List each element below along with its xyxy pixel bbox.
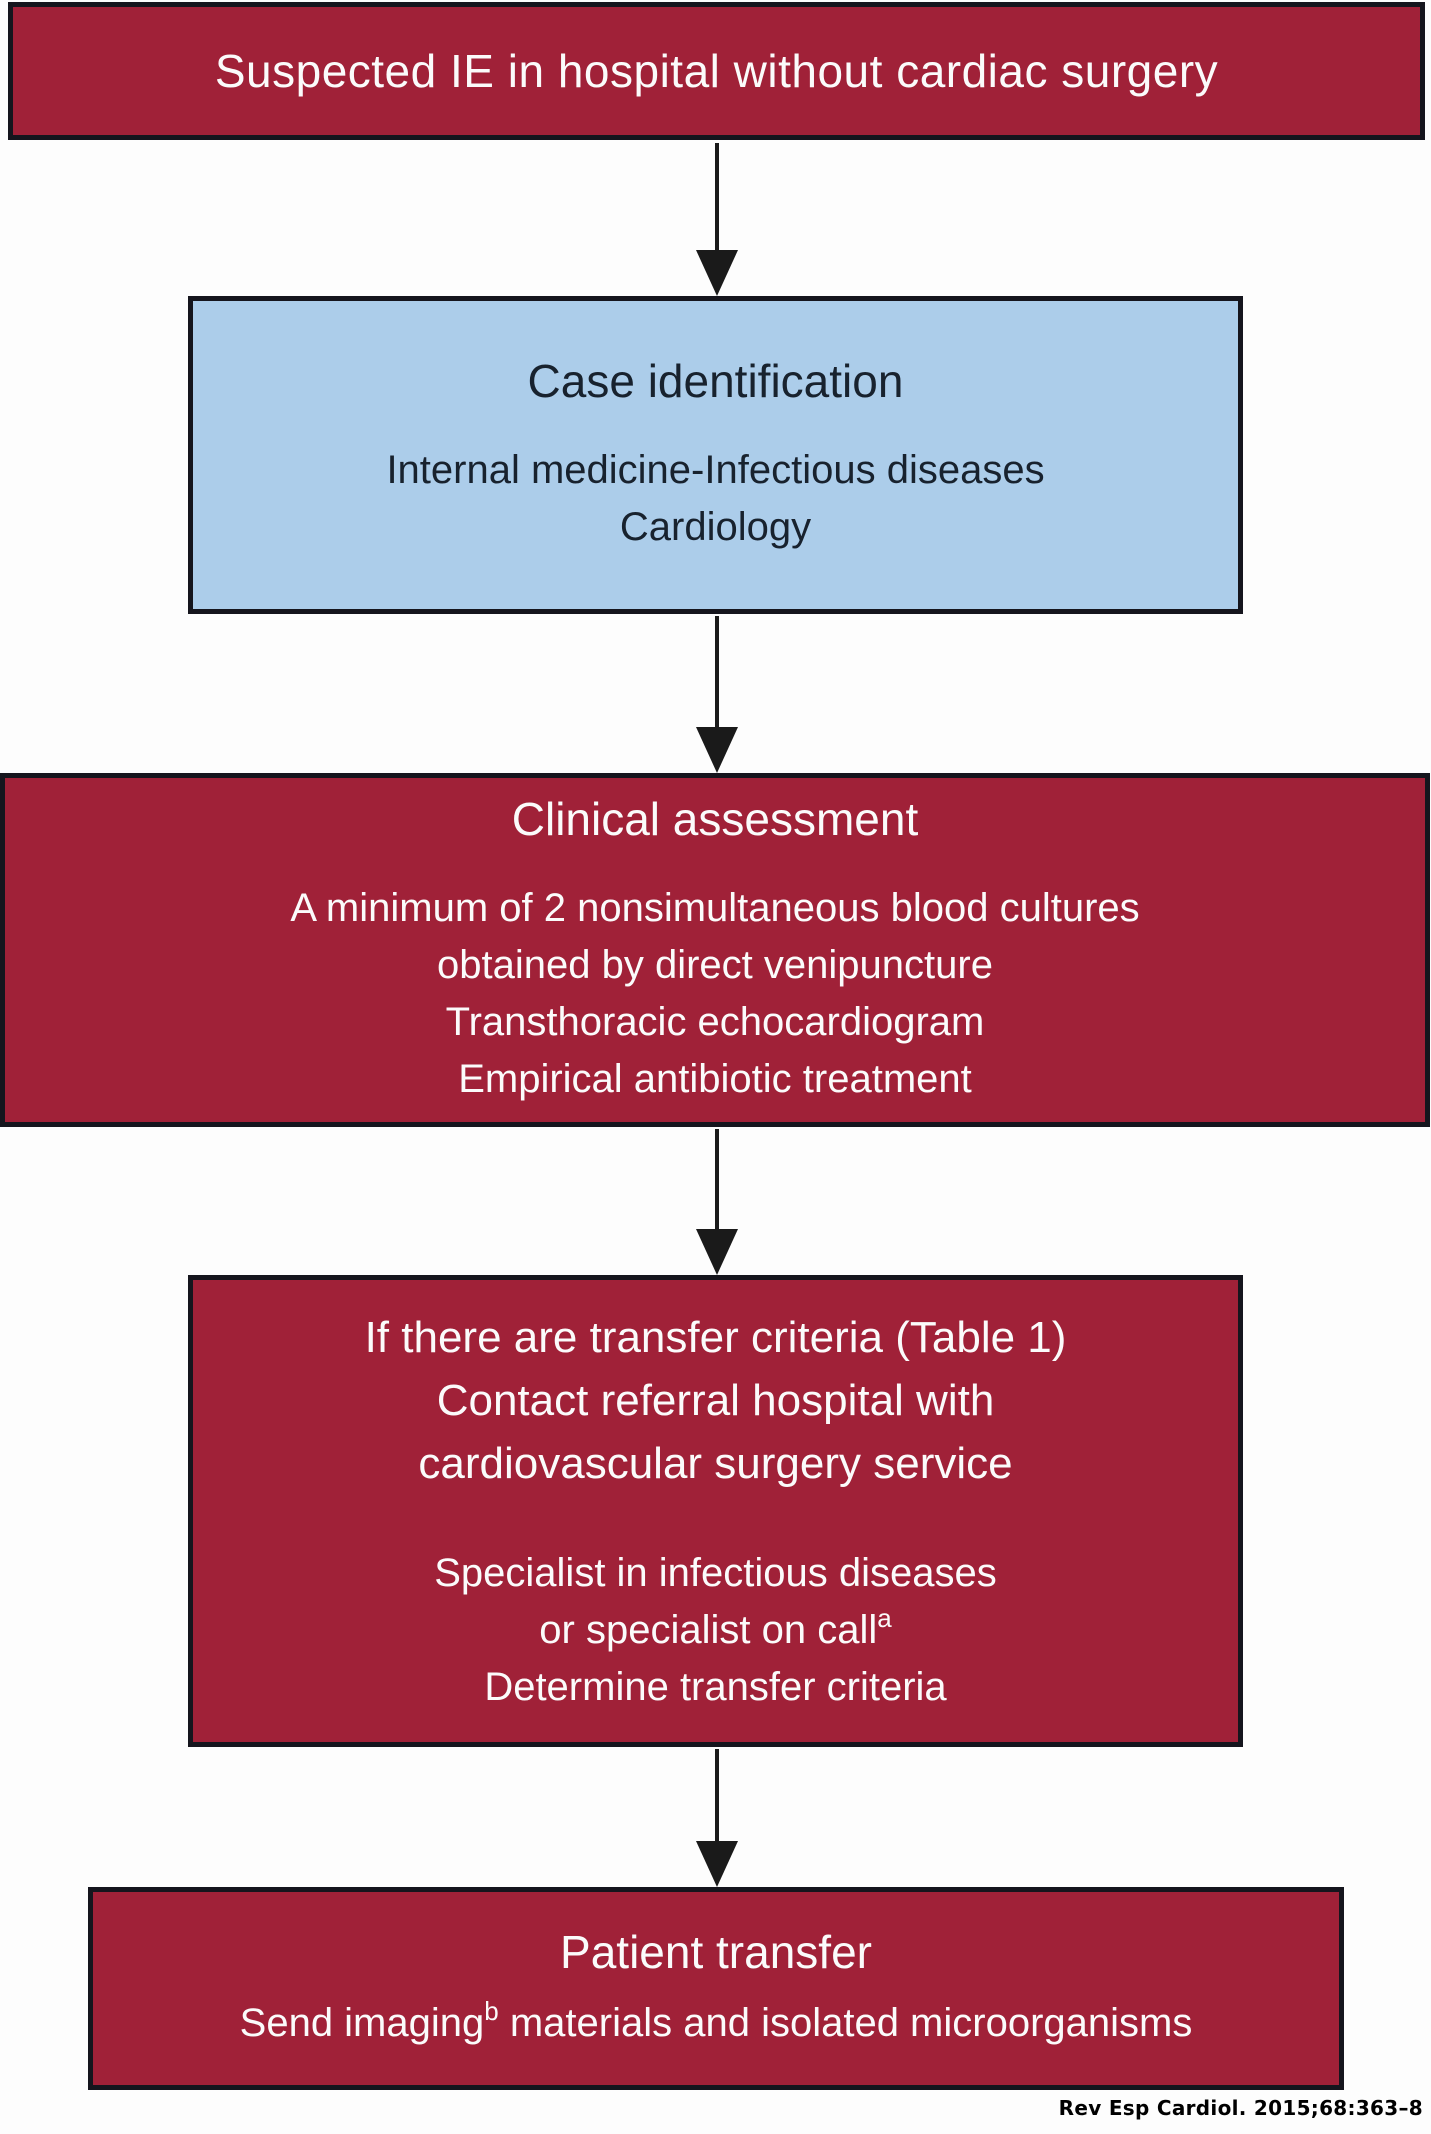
title-box-suspected-ie: Suspected IE in hospital without cardiac… bbox=[8, 2, 1425, 140]
arrow-criteria-to-patient-transfer bbox=[696, 1749, 738, 1887]
case-identification-line: Cardiology bbox=[619, 504, 812, 549]
patient-transfer-line-with-footnote: Send imagingb materials and isolated mic… bbox=[240, 1995, 1193, 2052]
arrow-head-icon bbox=[696, 250, 738, 296]
arrow-shaft bbox=[715, 143, 719, 250]
transfer-criteria-line: Determine transfer criteria bbox=[484, 1665, 947, 1709]
patient-transfer-box: Patient transfer Send imagingb materials… bbox=[88, 1887, 1344, 2090]
arrow-shaft bbox=[715, 1749, 719, 1841]
arrow-case-to-clinical-assessment bbox=[696, 616, 738, 773]
patient-transfer-line-suffix: materials and isolated microorganisms bbox=[498, 2000, 1193, 2045]
patient-transfer-line-prefix: Send imaging bbox=[239, 2000, 485, 2045]
arrow-clinical-to-transfer-criteria bbox=[696, 1129, 738, 1275]
arrow-title-to-case-identification bbox=[696, 143, 738, 296]
footnote-marker-b: b bbox=[484, 1995, 499, 2026]
clinical-assessment-heading: Clinical assessment bbox=[511, 793, 919, 846]
transfer-criteria-line-with-footnote: or specialist on calla bbox=[539, 1602, 891, 1659]
transfer-criteria-box: If there are transfer criteria (Table 1)… bbox=[188, 1275, 1243, 1747]
footnote-marker-a: a bbox=[877, 1603, 892, 1633]
arrow-head-icon bbox=[696, 727, 738, 773]
transfer-criteria-line: Contact referral hospital with bbox=[436, 1376, 995, 1425]
clinical-assessment-line: Transthoracic echocardiogram bbox=[445, 999, 985, 1044]
arrow-shaft bbox=[715, 616, 719, 727]
clinical-assessment-box: Clinical assessment A minimum of 2 nonsi… bbox=[0, 773, 1430, 1127]
source-citation: Rev Esp Cardiol. 2015;68:363–8 bbox=[1058, 2096, 1423, 2120]
transfer-criteria-line-text: or specialist on call bbox=[539, 1608, 878, 1652]
arrow-head-icon bbox=[696, 1841, 738, 1887]
case-identification-heading: Case identification bbox=[527, 355, 904, 408]
patient-transfer-heading: Patient transfer bbox=[560, 1926, 872, 1979]
arrow-shaft bbox=[715, 1129, 719, 1229]
case-identification-line: Internal medicine-Infectious diseases bbox=[386, 447, 1045, 492]
title-box-label: Suspected IE in hospital without cardiac… bbox=[214, 45, 1219, 97]
case-identification-box: Case identification Internal medicine-In… bbox=[188, 296, 1243, 614]
clinical-assessment-line: Empirical antibiotic treatment bbox=[458, 1056, 972, 1101]
clinical-assessment-line: A minimum of 2 nonsimultaneous blood cul… bbox=[290, 885, 1140, 930]
clinical-assessment-line: obtained by direct venipuncture bbox=[437, 942, 993, 987]
transfer-criteria-line: Specialist in infectious diseases bbox=[434, 1551, 997, 1595]
transfer-criteria-line: If there are transfer criteria (Table 1) bbox=[364, 1313, 1067, 1362]
transfer-criteria-line: cardiovascular surgery service bbox=[418, 1439, 1013, 1488]
arrow-head-icon bbox=[696, 1229, 738, 1275]
